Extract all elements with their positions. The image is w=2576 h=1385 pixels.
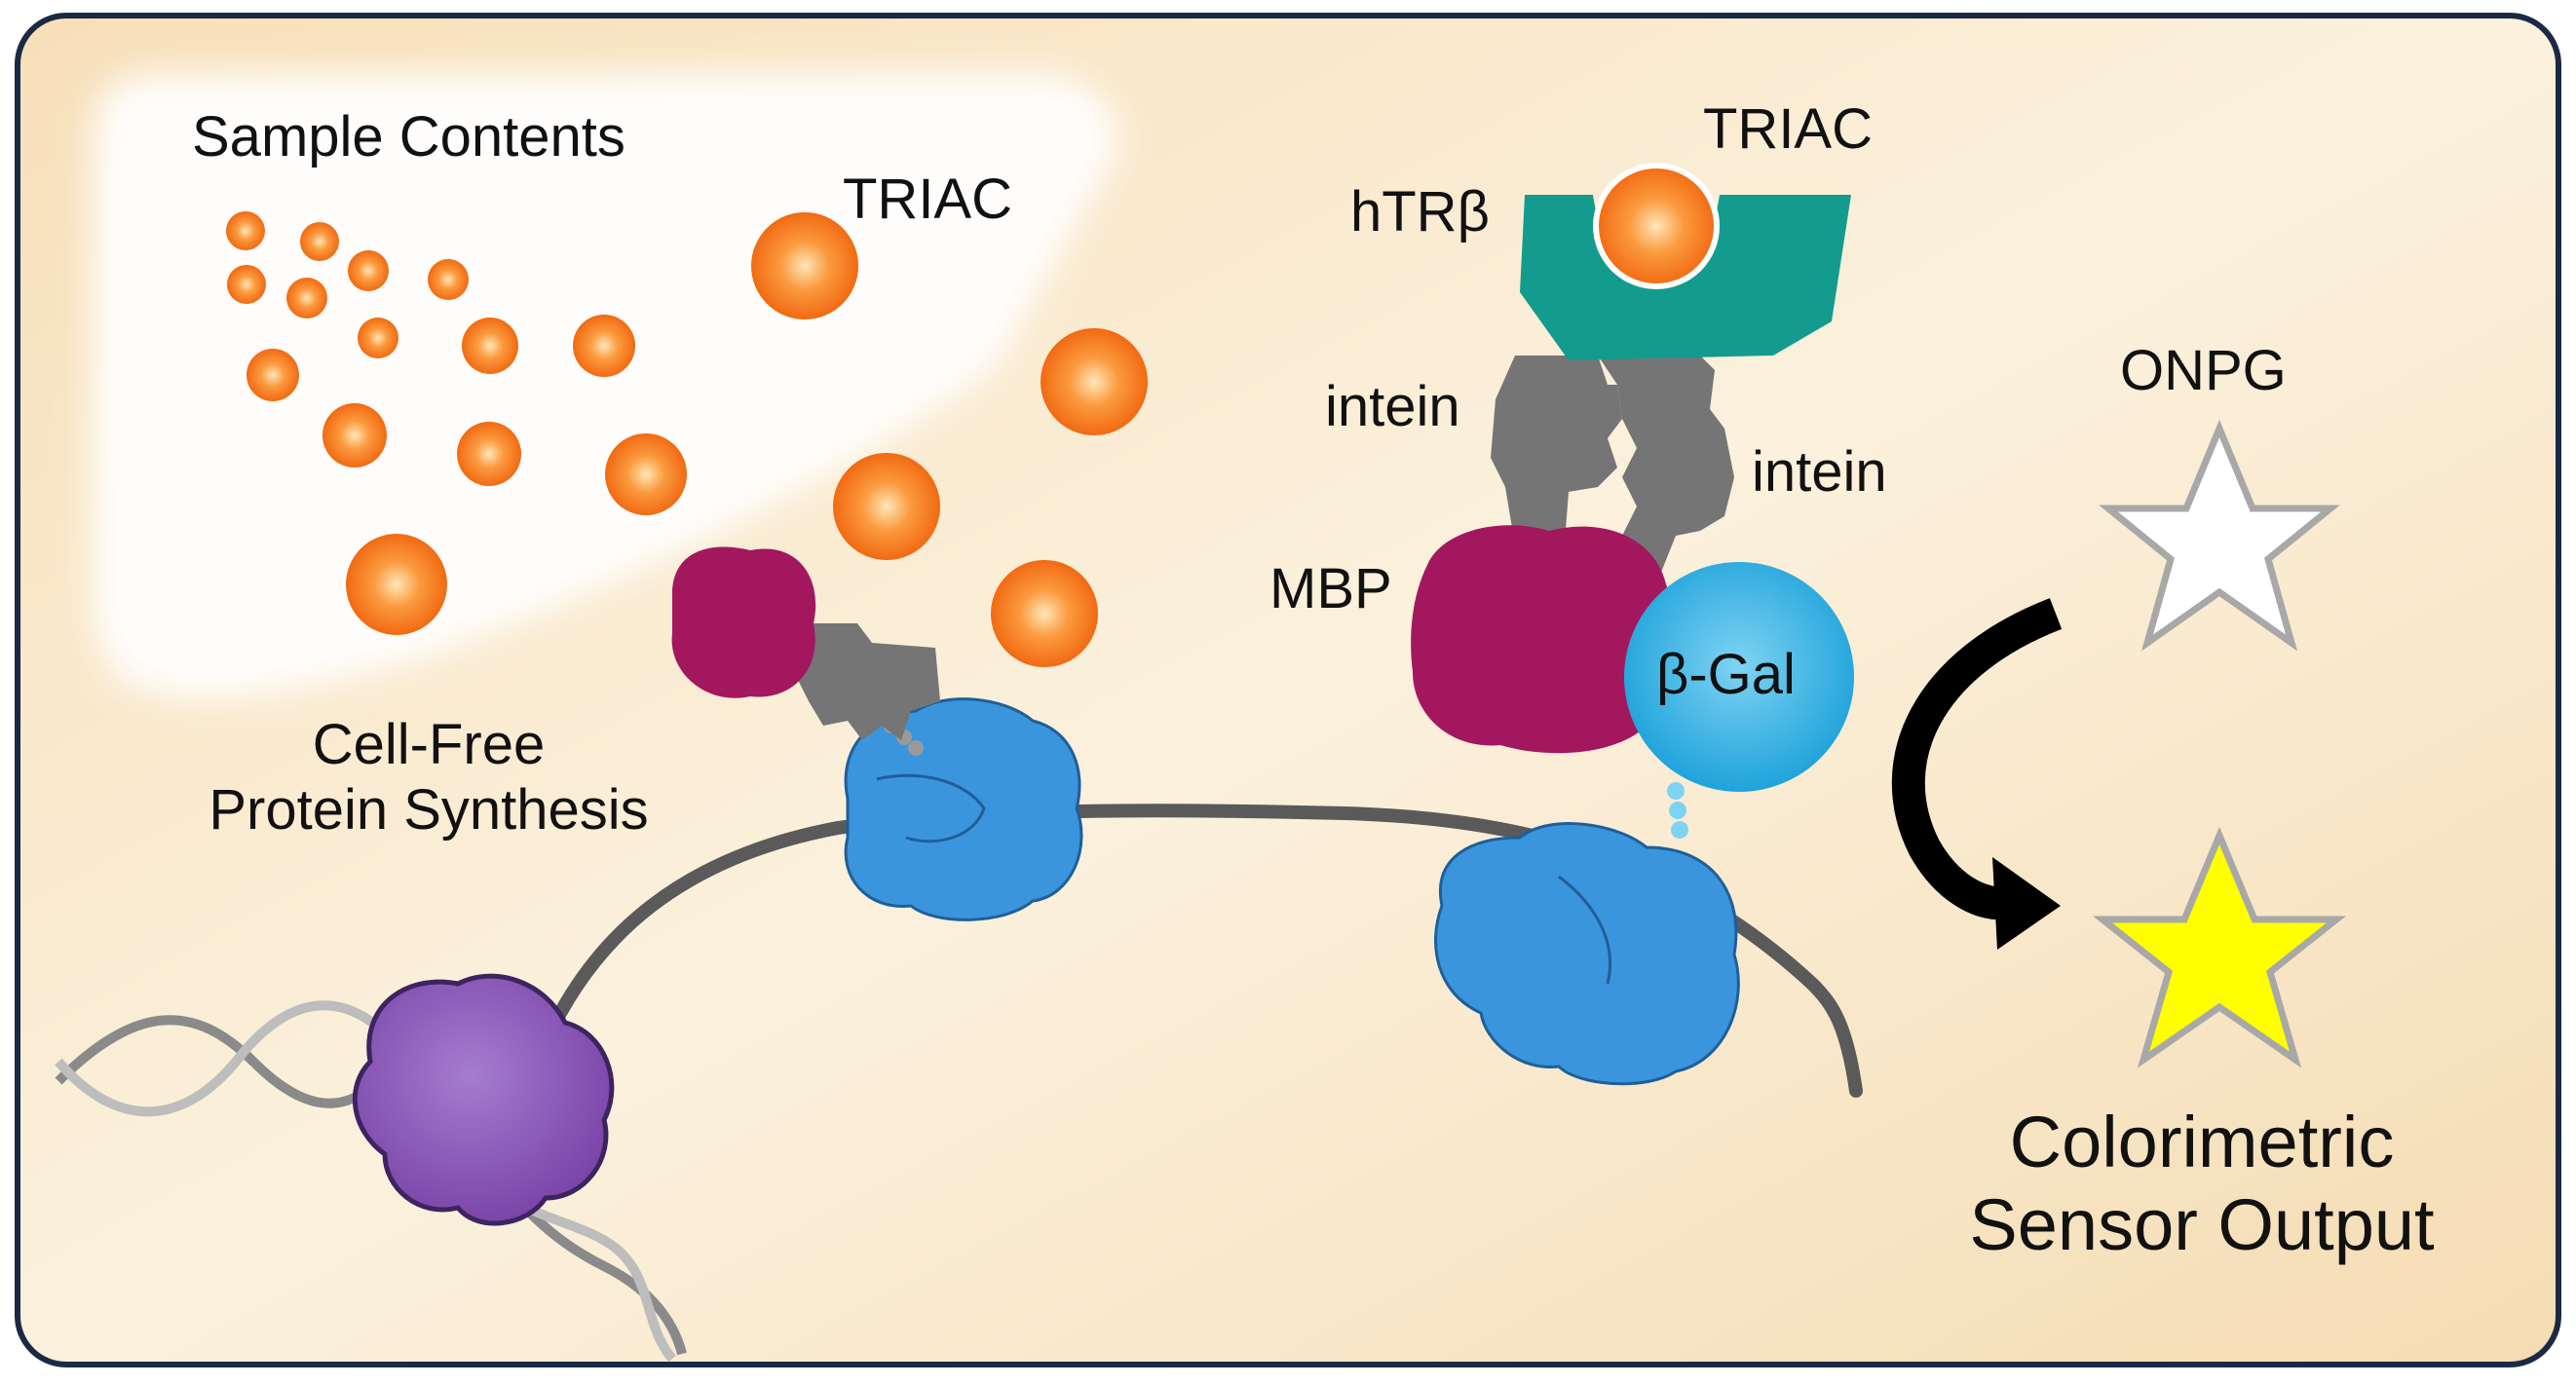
ribosome-2 [1434,822,1740,1086]
triac-molecule [991,560,1098,667]
triac-molecule [226,211,265,250]
intein-left-domain [1491,356,1622,575]
triac-molecule [286,278,327,318]
intein-left-label: intein [1325,375,1460,438]
triac-molecule [1041,328,1148,435]
sample-glow-region [93,73,1120,697]
mbp-label: MBP [1269,557,1392,620]
empty-star-icon [2099,419,2340,652]
htr-beta-label: hTRβ [1350,180,1490,243]
triac-molecule [833,453,940,560]
triac-bound-label: TRIAC [1703,97,1873,161]
triac-molecules [226,163,1720,667]
triac-molecule [346,534,447,635]
mbp-domain [1411,525,1677,754]
rna-polymerase [352,973,615,1226]
cfps-label: Cell-Free Protein Synthesis [156,713,701,842]
triac-molecule [457,422,521,486]
triac-molecule [227,265,266,304]
cfps-label-line2: Protein Synthesis [208,777,649,842]
beta-gal-domain [1624,562,1854,792]
mrna-strand [539,804,1863,1098]
cfps-label-line1: Cell-Free [312,713,546,776]
triac-bound-molecule [1593,163,1720,289]
sample-contents-label: Sample Contents [192,105,625,168]
triac-molecule [348,250,389,291]
triac-molecule [358,318,398,358]
triac-molecule [322,403,387,468]
onpg-label: ONPG [2120,339,2287,402]
triac-molecule [428,259,469,300]
sensor-output-line1: Colorimetric [2009,1102,2395,1182]
sensor-output-label: Colorimetric Sensor Output [1910,1101,2494,1266]
triac-molecule [300,222,339,261]
triac-molecule [573,315,635,377]
triac-molecule [751,212,858,319]
ribosome-1 [844,697,1083,921]
beta-gal-label: β-Gal [1656,643,1796,706]
intein-right-domain [1598,356,1734,584]
partial-sensor-protein [671,546,940,740]
triac-molecule [246,349,299,401]
triac-molecule [462,318,518,374]
curved-arrow-icon [1891,598,2063,950]
triac-molecule [605,433,687,515]
sensor-output-line2: Sensor Output [1969,1184,2435,1266]
intein-right-label: intein [1752,440,1887,504]
yellow-star-icon [2092,826,2347,1068]
nascent-chain-2 [1667,782,1688,839]
triac-free-label: TRIAC [843,168,1012,231]
